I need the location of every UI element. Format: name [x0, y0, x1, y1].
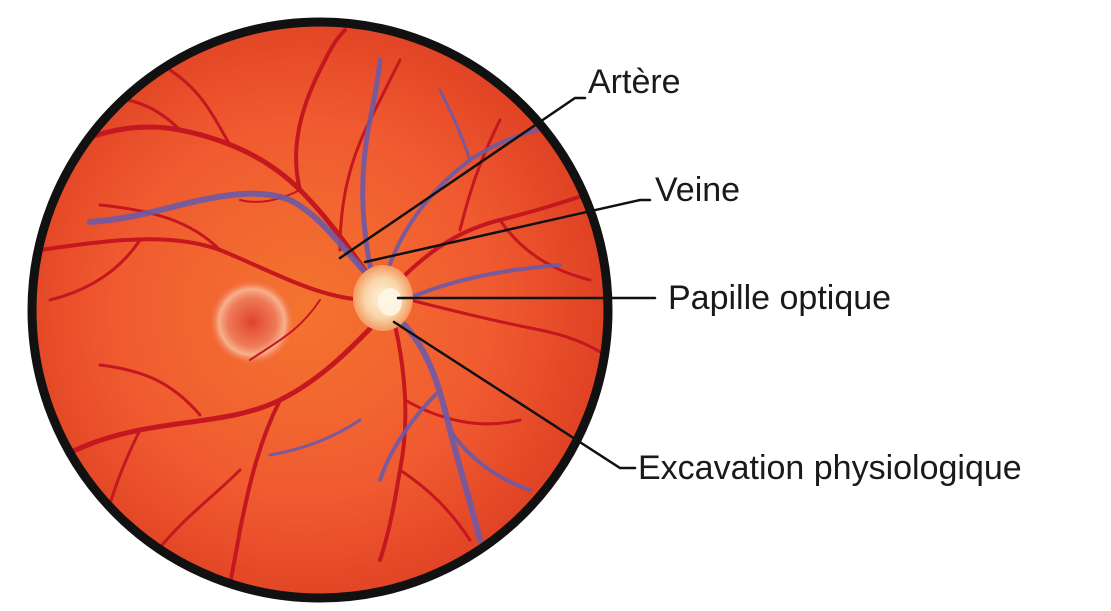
macula: [208, 278, 296, 366]
label-excavation-physiologique: Excavation physiologique: [638, 448, 1022, 488]
physiological-cup: [378, 288, 402, 316]
label-papille-optique: Papille optique: [668, 278, 891, 318]
label-veine: Veine: [655, 170, 740, 210]
label-artere: Artère: [588, 62, 681, 102]
